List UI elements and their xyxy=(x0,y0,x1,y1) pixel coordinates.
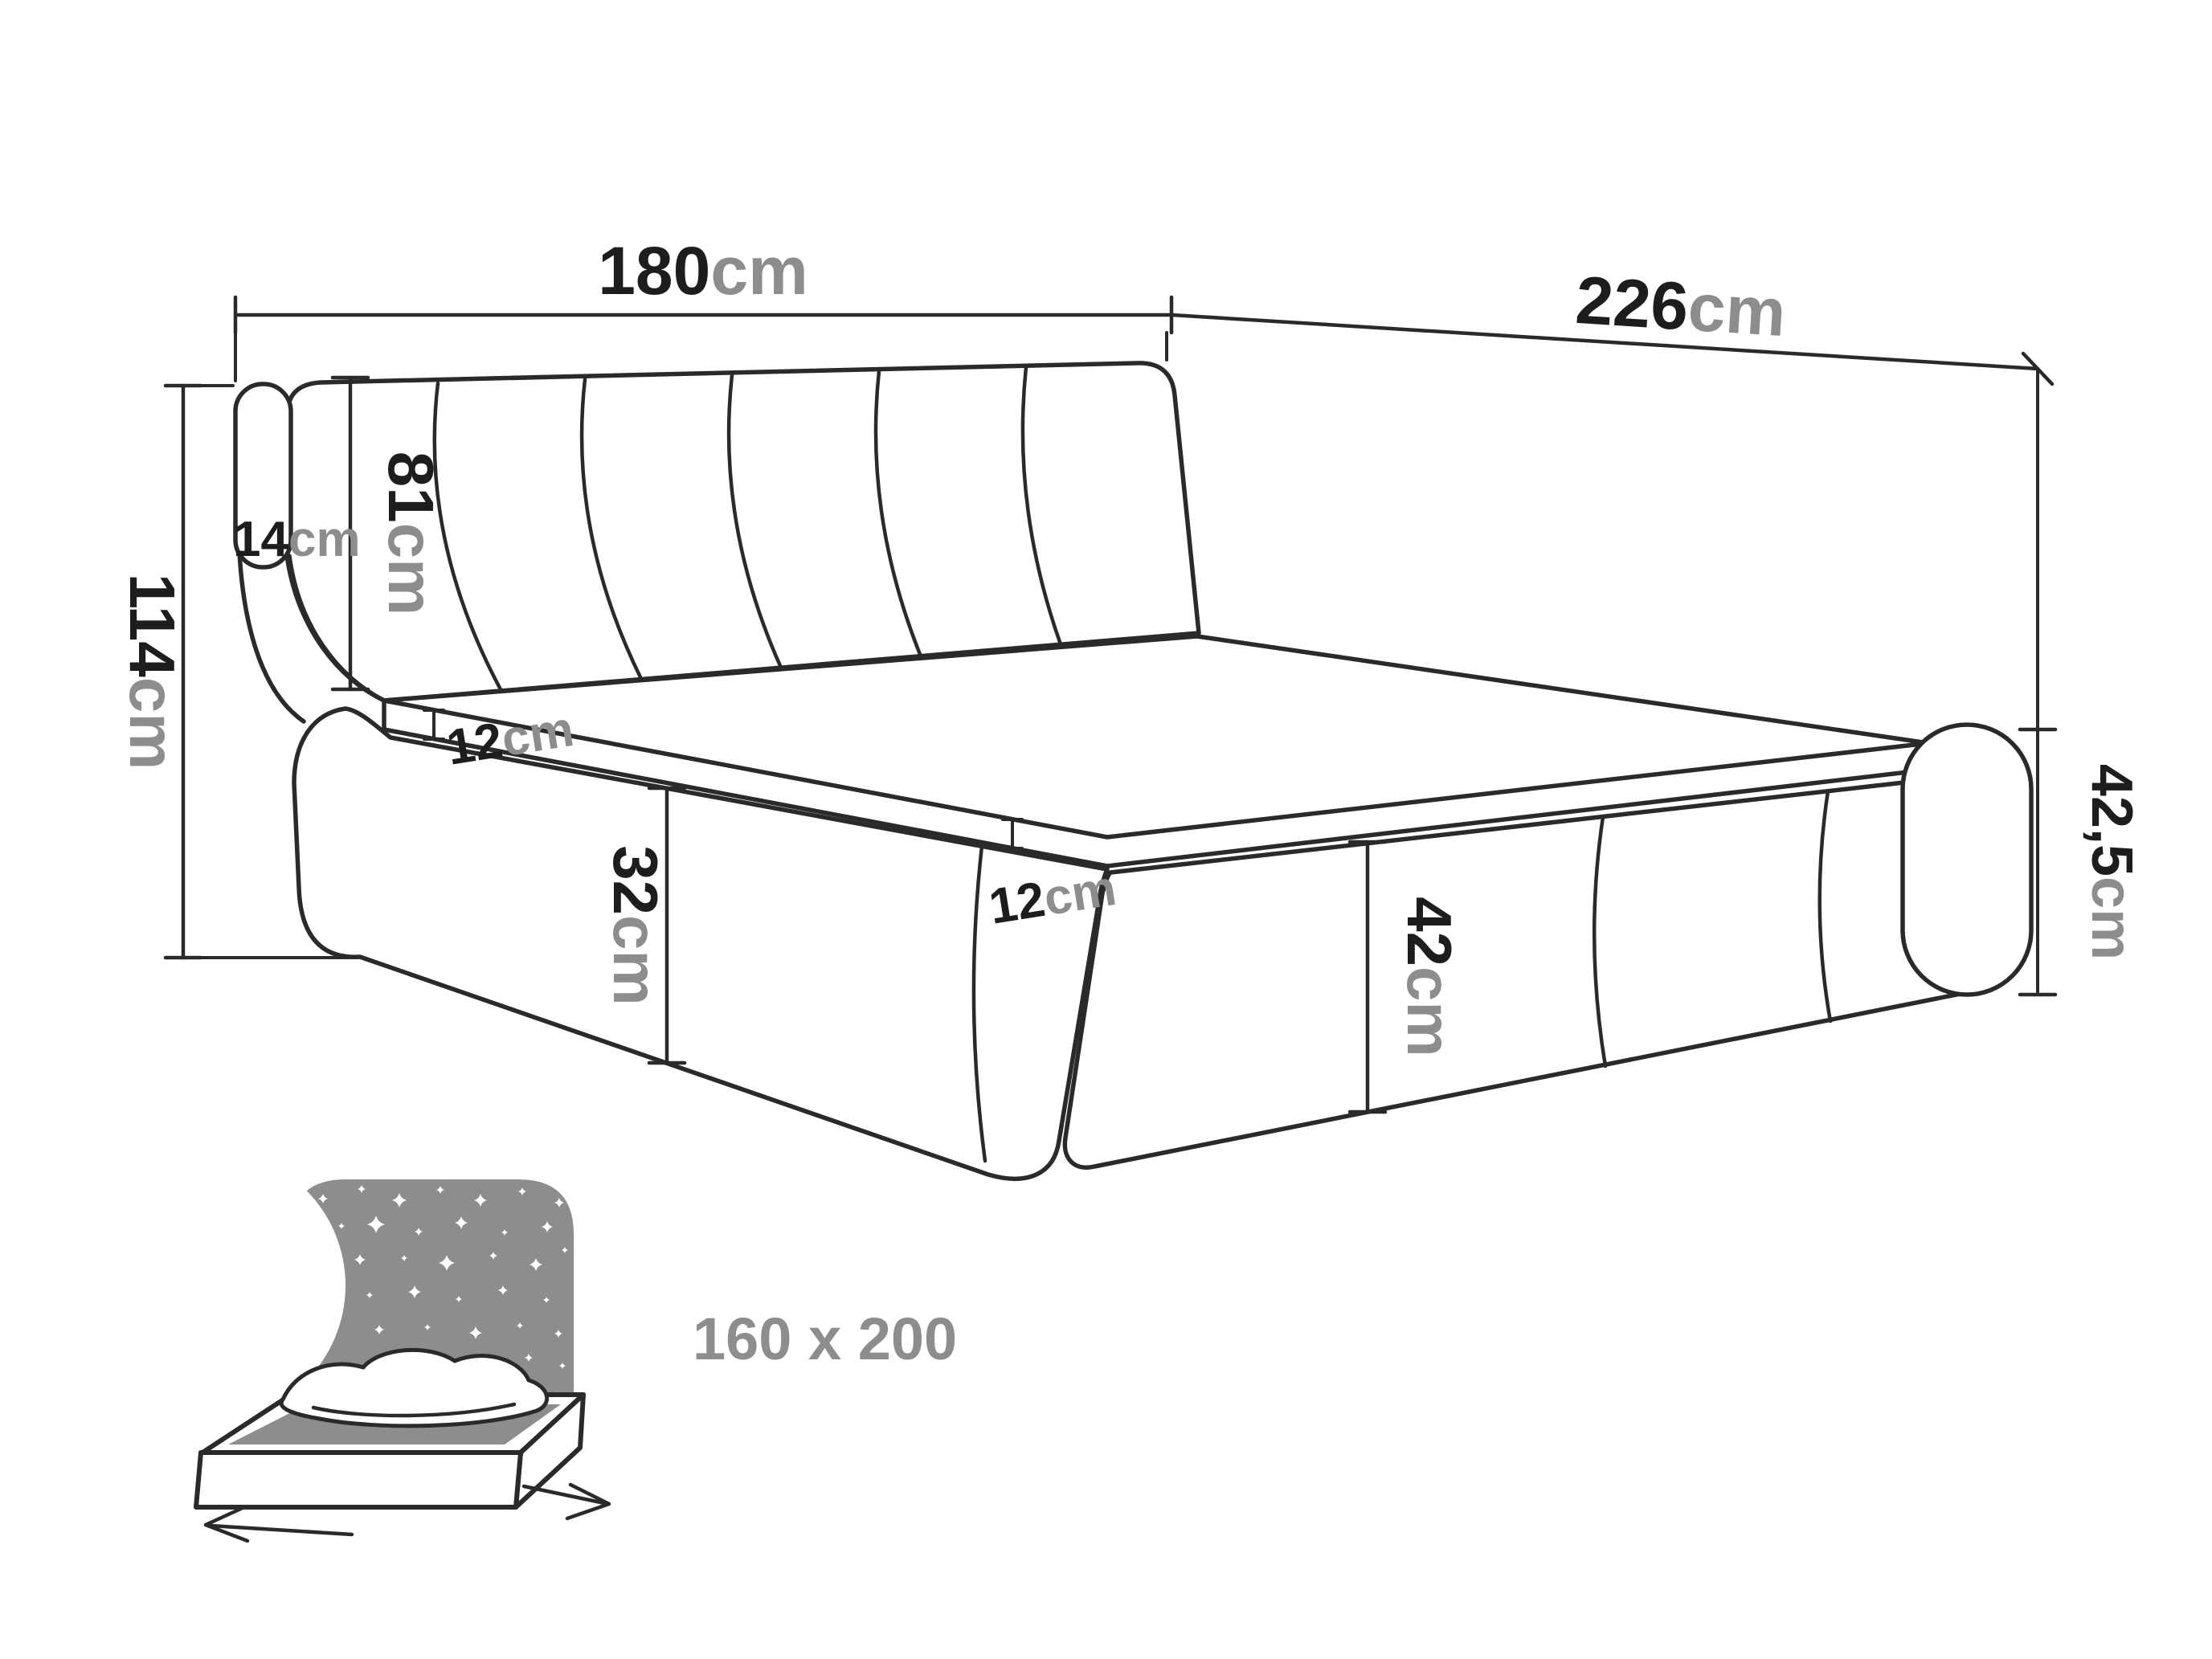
star-icon xyxy=(518,1187,526,1195)
star-icon xyxy=(401,1255,407,1261)
icon-base-front xyxy=(194,1450,523,1510)
star-icon xyxy=(562,1247,568,1253)
star-icon xyxy=(469,1326,482,1339)
dim-height-line xyxy=(163,383,359,960)
dimension-labels: 180cm 226cm 114cm 14cm 81cm 12cm 32cm 12… xyxy=(117,233,2144,1057)
star-icon xyxy=(424,1324,431,1330)
dim-footboard-line xyxy=(2018,727,2058,997)
foot-end-cushion xyxy=(1900,722,2034,997)
dim-mattress-edge-side-label: 12cm xyxy=(443,701,577,776)
right-rail xyxy=(1062,774,1971,1170)
star-icon xyxy=(408,1285,421,1298)
dim-width-label: 180cm xyxy=(598,233,808,309)
dim-headboard-thickness-label: 14cm xyxy=(233,512,361,567)
star-icon xyxy=(554,1330,562,1338)
rail-seams xyxy=(971,789,1833,1163)
star-icon xyxy=(354,1254,366,1265)
dim-mattress-edge-front-line xyxy=(1001,818,1024,850)
icon-duvet xyxy=(279,1347,550,1428)
star-icon xyxy=(436,1186,444,1194)
icon-headboard-panel xyxy=(291,1179,574,1414)
star-icon xyxy=(525,1354,533,1362)
icon-crescent xyxy=(76,1150,345,1420)
star-icon xyxy=(338,1223,345,1229)
star-icon xyxy=(415,1228,423,1236)
star-icon xyxy=(498,1285,508,1295)
star-icon xyxy=(501,1229,508,1236)
mattress-size-label: 160 x 200 xyxy=(693,1306,957,1372)
dim-height-label: 114cm xyxy=(117,574,188,770)
star-icon xyxy=(542,1221,553,1232)
bed-size-icon xyxy=(76,1150,611,1543)
dim-mattress-edge-front-label: 12cm xyxy=(985,860,1119,935)
dim-frame-side-line xyxy=(647,786,687,1065)
icon-width-arrow xyxy=(203,1505,354,1543)
dim-mattress-edge-side-line xyxy=(423,709,445,741)
star-icon xyxy=(559,1363,566,1369)
mattress-edge-crease xyxy=(382,698,1931,840)
dim-footboard-label: 42,5cm xyxy=(2079,764,2144,960)
dim-frame-front-line xyxy=(1347,840,1388,1114)
star-icon xyxy=(366,1292,373,1298)
star-icon xyxy=(456,1296,462,1302)
star-icon xyxy=(489,1252,497,1260)
star-icon xyxy=(439,1255,455,1271)
icon-length-arrow xyxy=(521,1482,611,1521)
left-back-edge xyxy=(237,550,306,724)
dim-depth-line xyxy=(1169,313,2055,996)
headboard-side-profile xyxy=(233,382,293,570)
dim-headboard-height-line xyxy=(330,375,370,692)
headboard-seams xyxy=(432,365,1063,693)
star-icon xyxy=(543,1297,550,1303)
star-icon xyxy=(392,1193,407,1207)
star-icon xyxy=(358,1185,366,1193)
star-icon xyxy=(318,1194,328,1203)
star-icon xyxy=(374,1325,384,1334)
bed-illustration xyxy=(233,361,2034,1181)
star-icon xyxy=(474,1194,487,1207)
star-icon xyxy=(554,1198,564,1207)
dim-frame-side-label: 32cm xyxy=(600,845,671,1006)
dim-frame-front-label: 42cm xyxy=(1394,897,1465,1057)
dim-depth-label: 226cm xyxy=(1573,262,1788,350)
left-rail xyxy=(292,706,1110,1181)
star-icon xyxy=(455,1216,468,1229)
dimension-lines xyxy=(163,295,2058,1114)
star-icon xyxy=(517,1322,523,1329)
star-icon xyxy=(529,1258,542,1271)
icon-duvet-fold xyxy=(311,1402,517,1418)
dim-headboard-height-label: 81cm xyxy=(375,452,447,616)
dim-width-line xyxy=(233,295,1174,382)
star-icon xyxy=(367,1216,385,1233)
